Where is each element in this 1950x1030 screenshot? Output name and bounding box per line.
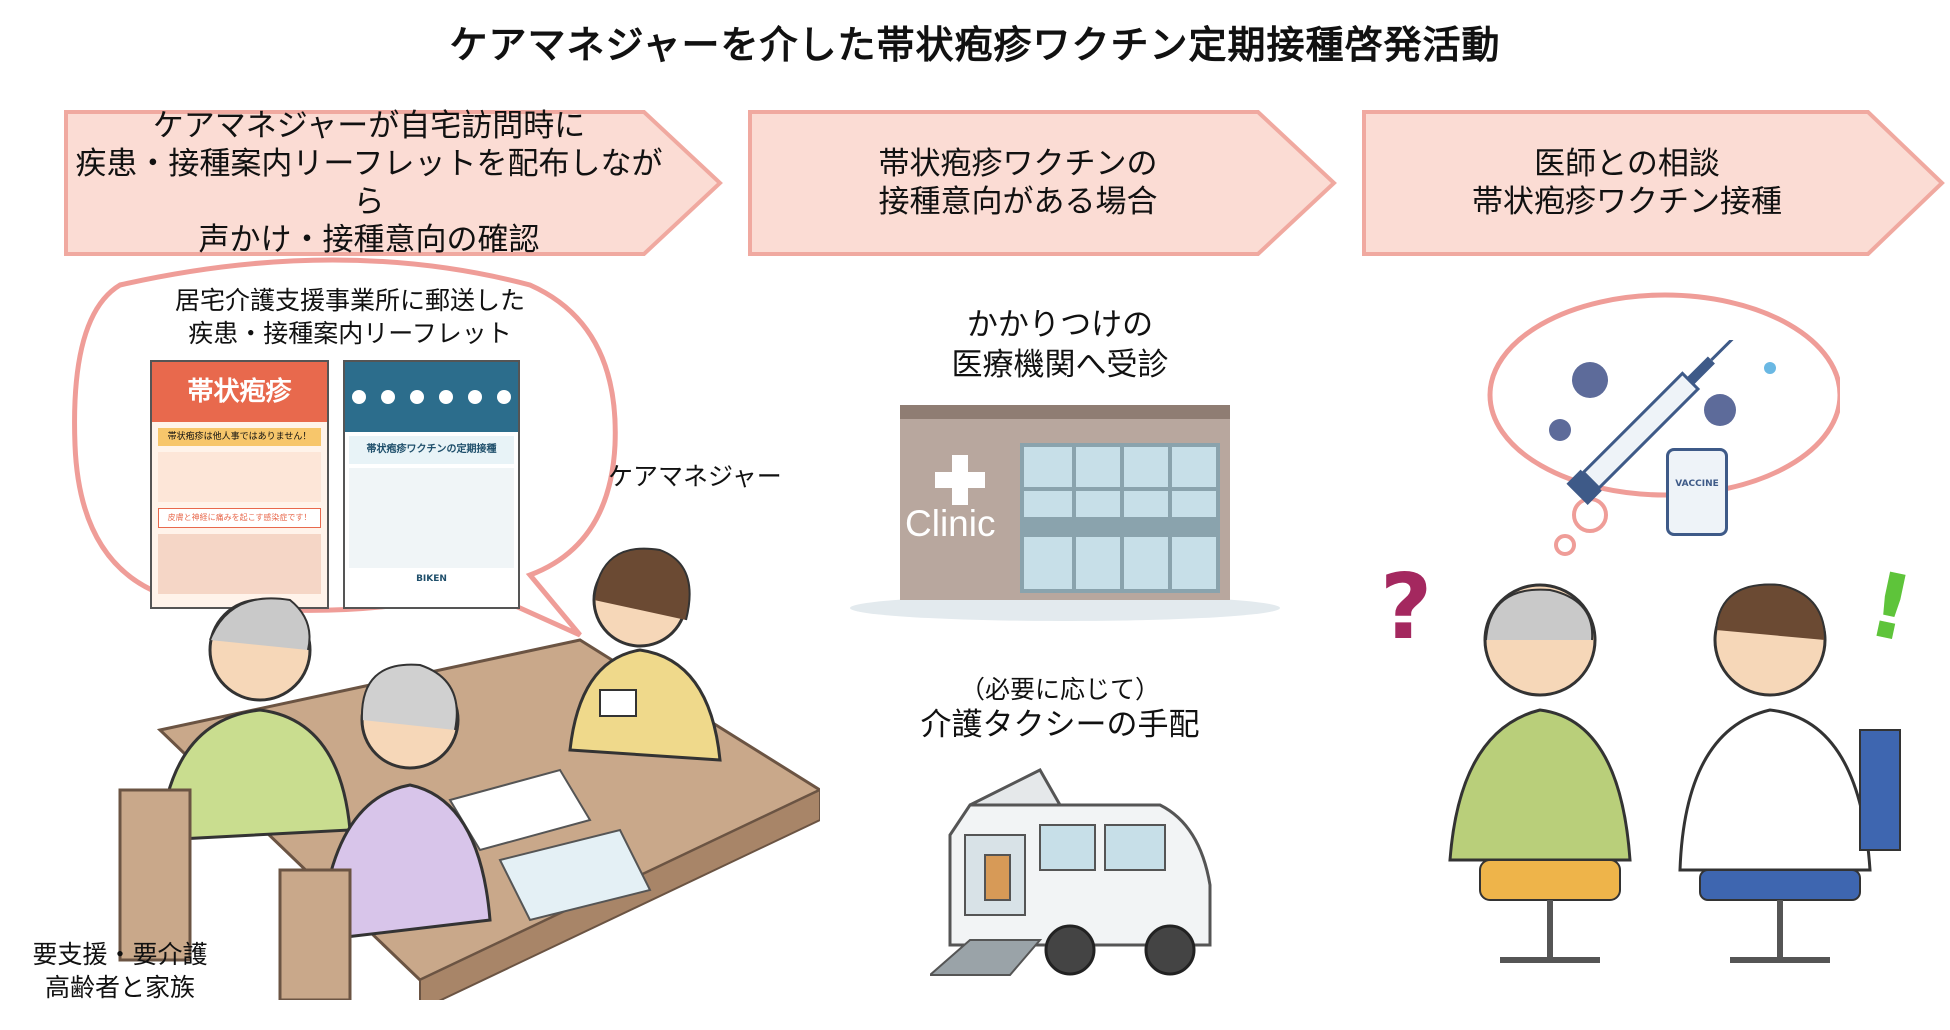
leaflet-disease-subheader: 帯状疱疹は他人事ではありません！ (158, 428, 321, 446)
leaflet-disease: 帯状疱疹 帯状疱疹は他人事ではありません！ 皮膚と神経に痛みを起こす感染症です！ (150, 360, 329, 609)
leaflet-vaccine-header: 帯状疱疹ワクチンの定期接種 (349, 436, 514, 464)
taxi-caption-note: （必要に応じて） (959, 675, 1160, 704)
step-2-line-1: 帯状疱疹ワクチンの (878, 146, 1158, 182)
step-1-line-3: 声かけ・接種意向の確認 (198, 222, 540, 258)
clinic-caption-line-2: 医療機関へ受診 (951, 347, 1169, 383)
vaccine-vial-icon: VACCINE (1666, 448, 1728, 536)
cross-icon (935, 455, 985, 505)
leaflet-disease-illustration (158, 534, 321, 594)
elderly-family-label: 要支援・要介護 高齢者と家族 (20, 938, 220, 1004)
clinic-window (1020, 443, 1220, 593)
page-title: ケアマネジャーを介した帯状疱疹ワクチン定期接種啓発活動 (449, 23, 1501, 67)
step-1-line-1: ケアマネジャーが自宅訪問時に (152, 108, 586, 144)
doctor-consultation-illustration (1448, 583, 1901, 963)
elderly-label-line-2: 高齢者と家族 (44, 973, 195, 1002)
leaflet-disease-header: 帯状疱疹 (152, 362, 327, 422)
clinic-caption-line-1: かかりつけの (966, 307, 1154, 343)
care-meeting-illustration (118, 547, 820, 1000)
leaflet-disease-text-block (158, 452, 321, 502)
step-3-banner: 医師との相談 帯状疱疹ワクチン接種 (1362, 110, 1946, 256)
leaflet-vaccine-text-block (349, 468, 514, 568)
vaccine-vial-label: VACCINE (1675, 479, 1719, 489)
clinic-sign: Clinic (905, 503, 996, 544)
step-3-line-1: 医師との相談 (1534, 146, 1720, 182)
step-2-line-2: 接種意向がある場合 (878, 184, 1158, 220)
leaflet-caption-line-2: 疾患・接種案内リーフレット (188, 319, 512, 348)
step-3-text: 医師との相談 帯状疱疹ワクチン接種 (1362, 110, 1892, 256)
leaflet-disease-section: 皮膚と神経に痛みを起こす感染症です！ (158, 508, 321, 528)
leaflet-vaccine-footer: BIKEN (416, 574, 447, 584)
step-2-text: 帯状疱疹ワクチンの 接種意向がある場合 (748, 110, 1288, 256)
leaflet-caption: 居宅介護支援事業所に郵送した 疾患・接種案内リーフレット (130, 284, 570, 350)
care-manager-label: ケアマネジャー (608, 462, 782, 491)
care-taxi-van (930, 768, 1212, 976)
step-3-line-2: 帯状疱疹ワクチン接種 (1472, 184, 1782, 220)
step-1-text: ケアマネジャーが自宅訪問時に 疾患・接種案内リーフレットを配布しながら 声かけ・… (64, 108, 674, 258)
elderly-label-line-1: 要支援・要介護 (32, 940, 208, 969)
leaflet-vaccine: 帯状疱疹ワクチンの定期接種 BIKEN (343, 360, 520, 609)
leaflet-caption-line-1: 居宅介護支援事業所に郵送した (174, 286, 525, 315)
leaflet-vaccine-top (345, 362, 518, 432)
clinic-caption: かかりつけの 医療機関へ受診 (860, 305, 1260, 385)
clinic-roof (900, 405, 1230, 419)
step-2-banner: 帯状疱疹ワクチンの 接種意向がある場合 (748, 110, 1338, 256)
step-1-line-2: 疾患・接種案内リーフレットを配布しながら (75, 146, 663, 220)
syringe-virus-icon (1549, 340, 1776, 505)
clinic-building: Clinic (850, 405, 1280, 621)
step-3-arrow-shape (1362, 110, 1945, 256)
step-1-banner: ケアマネジャーが自宅訪問時に 疾患・接種案内リーフレットを配布しながら 声かけ・… (64, 108, 724, 258)
question-mark-icon: ? (1380, 555, 1433, 660)
step-1-arrow-shape (64, 110, 723, 256)
taxi-caption: 介護タクシーの手配 (920, 707, 1200, 743)
step-2-arrow-shape (748, 110, 1337, 256)
